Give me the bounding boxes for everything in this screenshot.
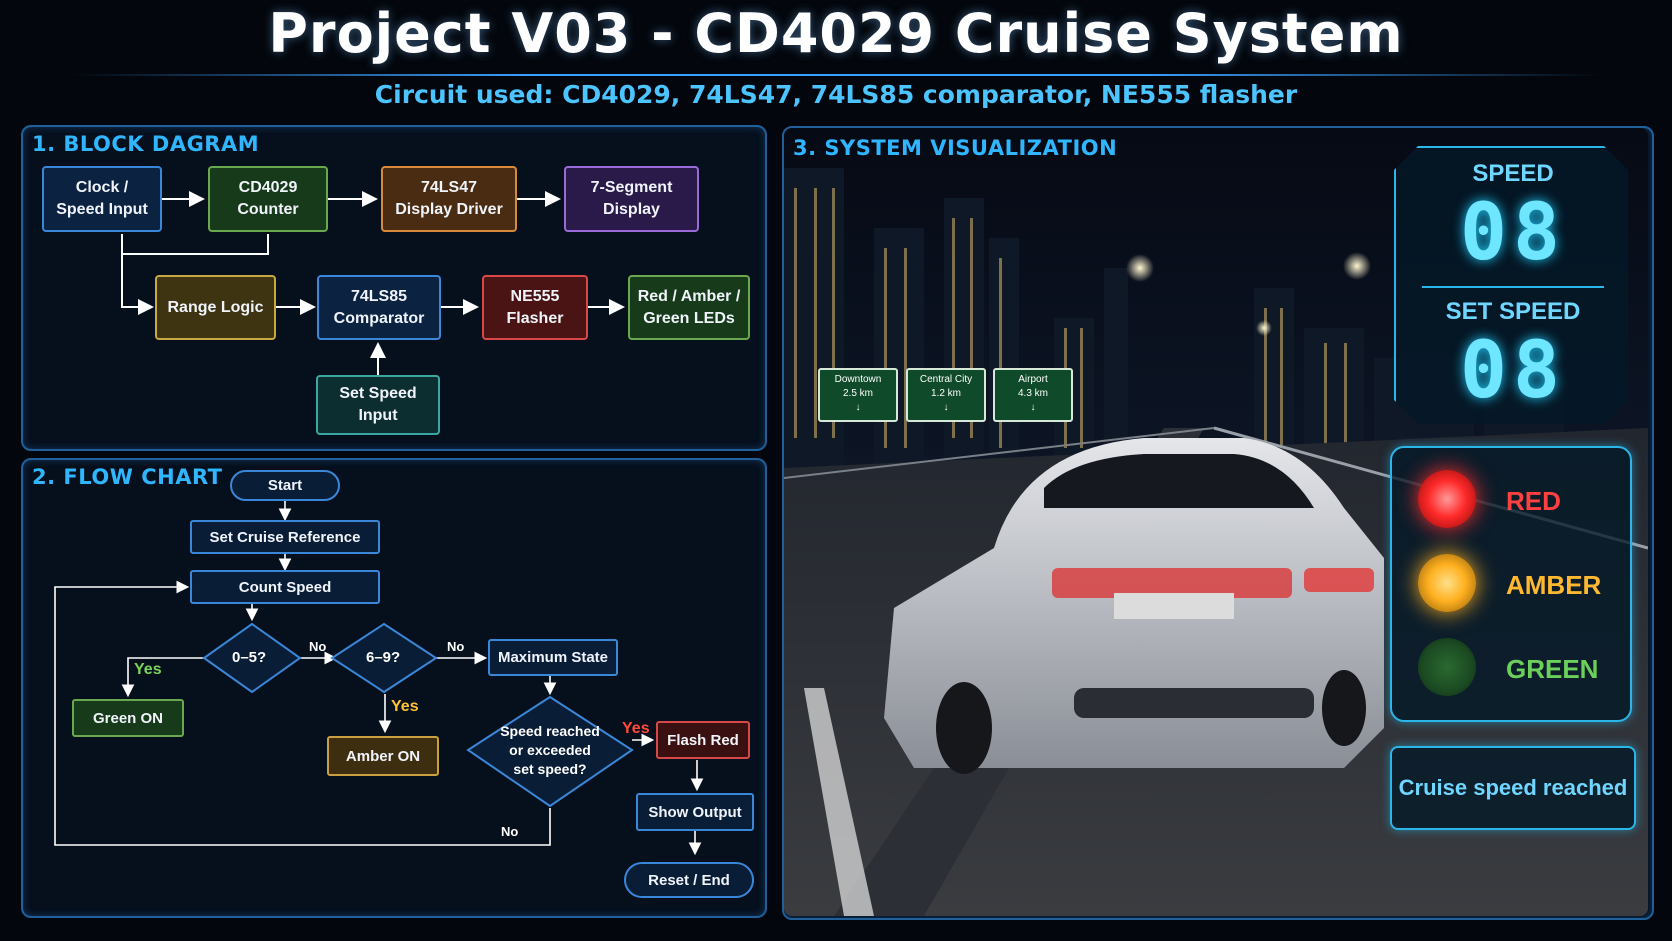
range-logic-block: Range Logic bbox=[155, 275, 276, 340]
speed-display-panel: SPEED 08 SET SPEED 08 bbox=[1394, 146, 1628, 424]
sign-name: Downtown bbox=[834, 374, 882, 385]
flow-yes-amber-label: Yes bbox=[391, 698, 419, 715]
down-arrow-icon: ↓ bbox=[943, 402, 949, 413]
flow-show-output-node: Show Output bbox=[636, 793, 754, 831]
set-speed-value: 08 bbox=[1460, 326, 1566, 416]
flow-set-cruise-node: Set Cruise Reference bbox=[190, 520, 380, 554]
set-speed-input-block: Set Speed Input bbox=[316, 375, 440, 435]
block-diagram-title: 1. BLOCK DAGRAM bbox=[32, 132, 260, 156]
sign-distance: 2.5 km bbox=[842, 388, 873, 399]
green-light-icon bbox=[1418, 638, 1476, 696]
set-speed-label: SET SPEED bbox=[1445, 298, 1581, 325]
down-arrow-icon: ↓ bbox=[855, 402, 861, 413]
flow-no-label-1: No bbox=[309, 639, 327, 654]
flow-chart-title: 2. FLOW CHART bbox=[32, 465, 223, 489]
flow-green-on-node: Green ON bbox=[72, 699, 184, 737]
flow-flash-red-node: Flash Red bbox=[656, 721, 750, 759]
highway-sign-central-city: Central City 1.2 km ↓ bbox=[906, 368, 986, 422]
sign-name: Central City bbox=[919, 374, 973, 385]
cd4029-counter-block: CD4029 Counter bbox=[208, 166, 328, 232]
flow-decision-6-9-label: 6–9? bbox=[366, 649, 401, 666]
flow-speed-reached-decision: Speed reached or exceeded set speed? bbox=[500, 723, 600, 777]
cruise-status-box: Cruise speed reached bbox=[1390, 746, 1636, 830]
down-arrow-icon: ↓ bbox=[1030, 402, 1036, 413]
visualization-title: 3. SYSTEM VISUALIZATION bbox=[793, 136, 1118, 160]
clock-speed-input-block: Clock / Speed Input bbox=[42, 166, 162, 232]
green-light-label: GREEN bbox=[1506, 654, 1599, 684]
flow-amber-on-node: Amber ON bbox=[327, 736, 439, 776]
flow-decision-0-5-label: 0–5? bbox=[232, 649, 267, 666]
seven-segment-display-block: 7-Segment Display bbox=[564, 166, 699, 232]
flow-no-label-2: No bbox=[447, 639, 465, 654]
flow-start-node: Start bbox=[230, 470, 340, 501]
sign-distance: 4.3 km bbox=[1017, 388, 1048, 399]
flow-maximum-state-node: Maximum State bbox=[488, 639, 618, 676]
sign-name: Airport bbox=[1018, 374, 1048, 385]
red-light-label: RED bbox=[1506, 486, 1561, 516]
flow-reset-end-node: Reset / End bbox=[624, 862, 754, 898]
page-title: Project V03 - CD4029 Cruise System bbox=[268, 2, 1404, 65]
rag-leds-block: Red / Amber / Green LEDs bbox=[628, 275, 750, 340]
amber-light-icon bbox=[1418, 554, 1476, 612]
74ls85-comparator-block: 74LS85 Comparator bbox=[317, 275, 441, 340]
speed-label: SPEED bbox=[1472, 160, 1554, 187]
sign-distance: 1.2 km bbox=[930, 388, 961, 399]
highway-sign-downtown: Downtown 2.5 km ↓ bbox=[818, 368, 898, 422]
red-light-icon bbox=[1418, 470, 1476, 528]
speed-value: 08 bbox=[1460, 188, 1566, 278]
highway-sign-airport: Airport 4.3 km ↓ bbox=[993, 368, 1073, 422]
74ls47-driver-block: 74LS47 Display Driver bbox=[381, 166, 517, 232]
flow-chart-panel bbox=[21, 458, 767, 918]
traffic-light-panel: RED AMBER GREEN bbox=[1390, 446, 1632, 722]
flow-count-speed-node: Count Speed bbox=[190, 570, 380, 604]
title-divider bbox=[70, 74, 1602, 76]
page-subtitle: Circuit used: CD4029, 74LS47, 74LS85 com… bbox=[374, 80, 1298, 109]
cruise-status-text: Cruise speed reached bbox=[1398, 775, 1628, 800]
speed-divider bbox=[1422, 286, 1604, 288]
flow-yes-green-label: Yes bbox=[134, 661, 162, 678]
flow-yes-red-label: Yes bbox=[622, 720, 650, 737]
amber-light-label: AMBER bbox=[1506, 570, 1602, 600]
flow-no-loop-label: No bbox=[501, 824, 519, 839]
ne555-flasher-block: NE555 Flasher bbox=[482, 275, 588, 340]
